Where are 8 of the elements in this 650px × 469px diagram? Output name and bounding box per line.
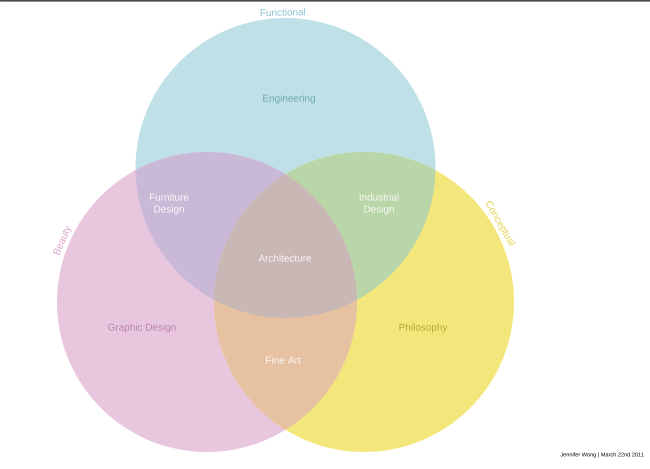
- region-label: Industrial Design: [360, 193, 399, 215]
- region-label: Philosophy: [399, 323, 448, 333]
- region-label: Fine Art: [266, 356, 301, 364]
- category-label: Functional: [260, 8, 306, 16]
- region-label: Furniture Design: [150, 193, 188, 215]
- region-label: Engineering: [263, 94, 315, 104]
- region-label: Graphic Design: [108, 323, 176, 333]
- region-label: Architecture: [258, 254, 312, 262]
